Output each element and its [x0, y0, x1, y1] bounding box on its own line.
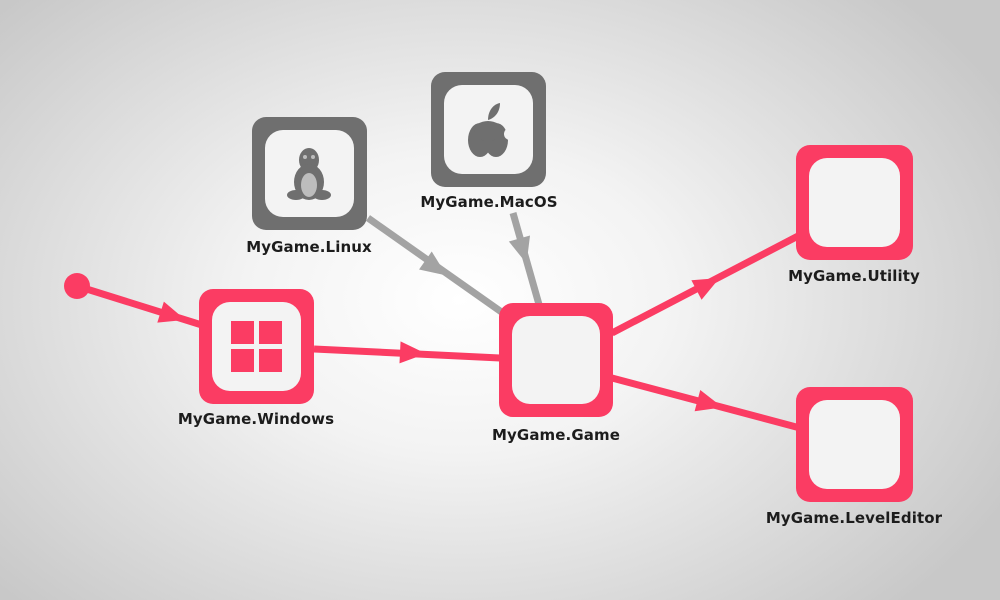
node-leveleditor[interactable]: [796, 387, 913, 502]
node-game[interactable]: [499, 303, 613, 417]
node-linux[interactable]: [252, 117, 367, 230]
node-label-windows: MyGame.Windows: [177, 410, 335, 428]
edge-macos-to-game-arrow: [508, 235, 531, 264]
edge-game-to-leveleditor-arrow: [694, 390, 723, 412]
node-label-game: MyGame.Game: [492, 426, 620, 444]
entry-point-dot: [64, 273, 90, 299]
windows-logo-icon: [231, 321, 282, 372]
edge-entry-to-windows: [73, 282, 209, 330]
node-label-leveleditor: MyGame.LevelEditor: [765, 509, 943, 527]
node-label-utility: MyGame.Utility: [788, 267, 920, 285]
edge-windows-to-game-arrow: [399, 341, 426, 364]
edge-linux-to-game-arrow: [419, 251, 447, 276]
node-windows[interactable]: [199, 289, 314, 404]
linux-tux-icon: [287, 148, 331, 200]
node-utility[interactable]: [796, 145, 913, 260]
node-label-linux: MyGame.Linux: [246, 238, 372, 256]
apple-logo-icon: [468, 103, 516, 157]
edge-game-to-utility-arrow: [691, 277, 720, 300]
node-label-macos: MyGame.MacOS: [420, 193, 558, 211]
edge-entry-to-windows-arrow: [157, 301, 186, 323]
node-macos[interactable]: [431, 72, 546, 187]
